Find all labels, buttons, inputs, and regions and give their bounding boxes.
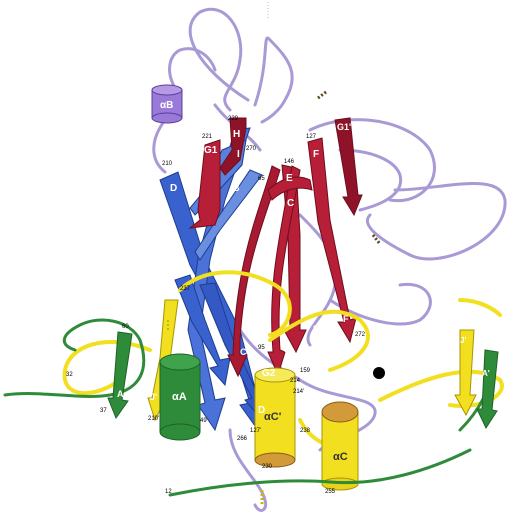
strand-A-prime-right [477, 350, 498, 428]
res-127b: 127' [250, 428, 261, 434]
res-214: 214 [290, 378, 301, 384]
label-alpha-c-prime: αC' [264, 411, 282, 423]
label-F-top: F [313, 149, 319, 160]
res-12: 12 [165, 489, 172, 495]
res-255: 255 [325, 489, 336, 495]
metal-ion-dot [373, 367, 385, 379]
label-alpha-a: αA [172, 391, 187, 403]
label-J-prime-right: J' [460, 336, 466, 345]
helix-alpha-C [322, 402, 358, 490]
label-I-bottom: I [232, 410, 235, 420]
res-49: 49 [200, 418, 207, 424]
res-272: 272 [355, 332, 366, 338]
res-159: 159 [300, 368, 311, 374]
res-229: 229 [228, 116, 239, 122]
label-H-lower: H [284, 344, 291, 355]
coil-top-right [255, 38, 292, 122]
label-E: E [286, 173, 293, 184]
green-coil-bottom [170, 450, 470, 495]
label-G1: G1 [204, 145, 218, 156]
res-127: 127 [306, 134, 317, 140]
label-C-mid: C [287, 198, 294, 209]
strand-H-top-red [220, 118, 246, 175]
res-214b: 214' [293, 389, 304, 395]
yellow-coil-right2 [460, 300, 500, 315]
label-D-top: D [170, 183, 177, 194]
res-65: 65 [258, 176, 265, 182]
label-C-bottom: C [240, 347, 247, 357]
label-alpha-c: αC [333, 451, 348, 463]
label-H-top: H [233, 129, 240, 140]
strand-A-left [108, 332, 132, 418]
res-95: 95 [258, 345, 265, 351]
label-G2: G2 [262, 368, 276, 379]
res-270: 270 [246, 146, 257, 152]
label-B: B [233, 183, 240, 193]
res-237: 237 [180, 286, 191, 292]
label-A-prime-right: A' [482, 369, 490, 378]
label-E-lower: E [313, 324, 319, 334]
yellow-coil-left [65, 342, 150, 393]
res-221: 221 [202, 134, 213, 140]
res-60: 60 [122, 324, 129, 330]
res-210: 210 [162, 161, 173, 167]
res-146: 146 [284, 159, 295, 165]
res-210b: 210' [148, 416, 159, 422]
strand-G1prime-red [335, 118, 362, 215]
res-238: 238 [300, 428, 311, 434]
label-A-left: A [117, 389, 124, 399]
coil-top-loop [190, 9, 248, 110]
coil-right-loop [367, 183, 505, 258]
label-J-prime-left: J' [150, 392, 157, 402]
res-37: 37 [100, 408, 107, 414]
label-alpha-b: αB [160, 100, 173, 111]
res-266: 266 [237, 436, 248, 442]
res-32: 32 [66, 372, 73, 378]
res-230: 230 [262, 464, 273, 470]
label-G1-prime: G1' [337, 122, 351, 132]
label-F-bottom: F [343, 314, 349, 324]
label-I-top: I [237, 149, 240, 160]
